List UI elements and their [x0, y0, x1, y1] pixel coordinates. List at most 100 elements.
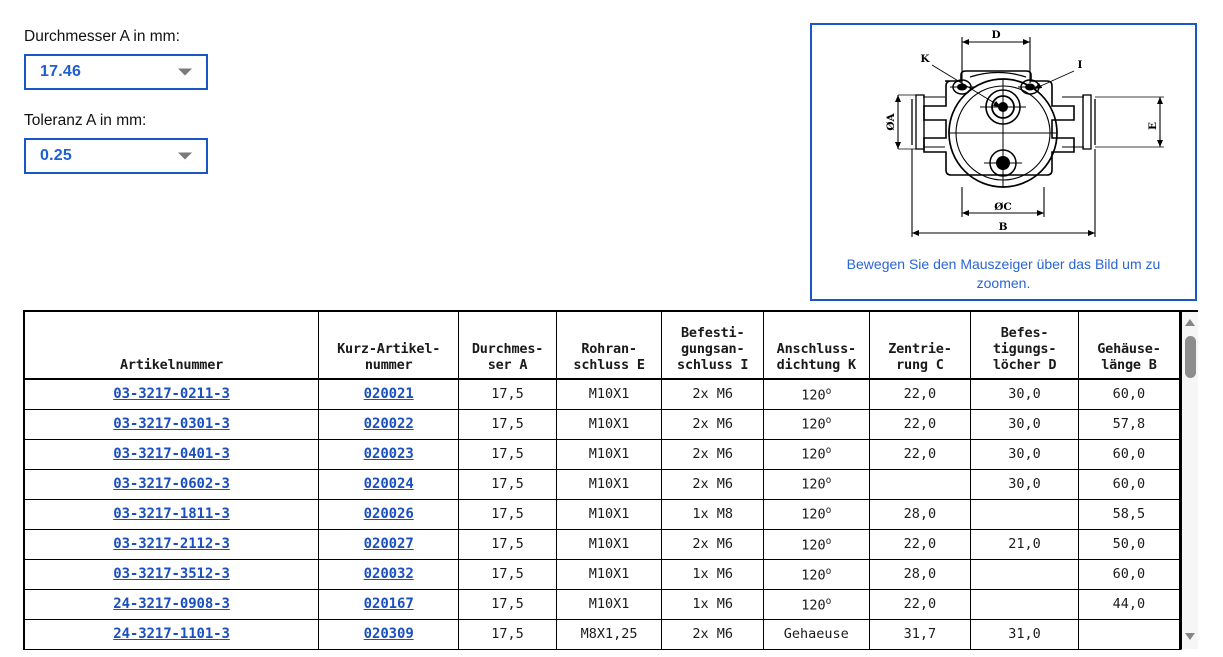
diameter-label: Durchmesser A in mm:	[24, 28, 180, 45]
cell-durchmesser-a: 17,5	[458, 558, 557, 590]
cell-artikelnummer: 24-3217-1101-3	[23, 618, 320, 651]
cell-gehaeuselaenge-b: 57,8	[1077, 408, 1181, 440]
cell-befestigungsloecher-d: 30,0	[970, 408, 1079, 440]
technical-drawing[interactable]: D K I ØA E ØC B	[812, 25, 1195, 247]
cell-gehaeuselaenge-b: 60,0	[1077, 468, 1181, 500]
cell-anschlussdichtung-k: 120o	[762, 498, 870, 530]
tolerance-label: Toleranz A in mm:	[24, 112, 147, 129]
cell-gehaeuselaenge-b: 60,0	[1077, 438, 1181, 470]
cell-befestigungsloecher-d: 30,0	[970, 378, 1079, 410]
kurz-artikelnummer-link[interactable]: 020032	[363, 566, 414, 583]
scrollbar-thumb[interactable]	[1185, 336, 1196, 378]
cell-zentrierung-c: 31,7	[868, 618, 972, 651]
degree-symbol: o	[825, 415, 832, 427]
cell-durchmesser-a: 17,5	[458, 408, 557, 440]
dimension-label-E: E	[1147, 122, 1159, 130]
artikelnummer-link[interactable]: 24-3217-0908-3	[113, 596, 230, 613]
dimension-label-B: B	[999, 221, 1008, 233]
artikelnummer-link[interactable]: 03-3217-1811-3	[113, 506, 230, 523]
artikelnummer-link[interactable]: 03-3217-3512-3	[113, 566, 230, 583]
scroll-down-arrow-icon[interactable]	[1182, 628, 1198, 645]
cell-rohranschluss-e: M10X1	[555, 558, 663, 590]
col-header-zentrierung-c: Zentrie-rung C	[868, 310, 972, 380]
col-header-artikelnummer: Artikelnummer	[23, 310, 320, 380]
artikelnummer-link[interactable]: 03-3217-0211-3	[113, 386, 230, 403]
diameter-select-value: 17.46	[40, 63, 82, 80]
cell-befestigungsloecher-d	[970, 498, 1079, 530]
artikelnummer-link[interactable]: 03-3217-0602-3	[113, 476, 230, 493]
cell-zentrierung-c	[868, 468, 972, 500]
parts-table: Artikelnummer Kurz-Artikel-nummer Durchm…	[23, 310, 1181, 651]
artikelnummer-link[interactable]: 24-3217-1101-3	[113, 626, 230, 643]
kurz-artikelnummer-link[interactable]: 020309	[363, 626, 414, 643]
kurz-artikelnummer-link[interactable]: 020021	[363, 386, 414, 403]
cell-kurz-artikelnummer: 020027	[318, 528, 460, 560]
kurz-artikelnummer-link[interactable]: 020027	[363, 536, 414, 553]
kurz-artikelnummer-link[interactable]: 020026	[363, 506, 414, 523]
col-header-befestigungsloecher-d: Befes-tigungs-löcher D	[970, 310, 1079, 380]
artikelnummer-link[interactable]: 03-3217-2112-3	[113, 536, 230, 553]
chevron-down-icon	[178, 68, 192, 76]
cell-anschlussdichtung-k: 120o	[762, 468, 870, 500]
diameter-select[interactable]: 17.46	[24, 54, 208, 90]
cell-artikelnummer: 03-3217-0211-3	[23, 378, 320, 410]
degree-symbol: o	[825, 505, 832, 517]
cell-zentrierung-c: 22,0	[868, 528, 972, 560]
cell-anschlussdichtung-k: 120o	[762, 378, 870, 410]
cell-anschlussdichtung-k: 120o	[762, 558, 870, 590]
cell-artikelnummer: 03-3217-0602-3	[23, 468, 320, 500]
col-header-befestigungsanschluss-i: Befesti-gungsan-schluss I	[661, 310, 764, 380]
cell-durchmesser-a: 17,5	[458, 378, 557, 410]
table-scrollbar[interactable]	[1181, 310, 1198, 650]
tolerance-filter-group: Toleranz A in mm: 0.25	[24, 112, 444, 174]
cell-rohranschluss-e: M10X1	[555, 408, 663, 440]
spacer	[24, 90, 444, 112]
parts-table-container: Artikelnummer Kurz-Artikel-nummer Durchm…	[23, 310, 1199, 651]
cell-artikelnummer: 03-3217-0301-3	[23, 408, 320, 440]
kurz-artikelnummer-link[interactable]: 020024	[363, 476, 414, 493]
col-header-rohranschluss-e: Rohran-schluss E	[555, 310, 663, 380]
cell-zentrierung-c: 22,0	[868, 588, 972, 620]
cell-kurz-artikelnummer: 020032	[318, 558, 460, 590]
cell-kurz-artikelnummer: 020167	[318, 588, 460, 620]
cell-rohranschluss-e: M10X1	[555, 468, 663, 500]
cell-artikelnummer: 03-3217-0401-3	[23, 438, 320, 470]
brake-cylinder-drawing-svg: D K I ØA E ØC B	[885, 29, 1164, 237]
product-image-panel[interactable]: D K I ØA E ØC B Bewegen Sie den Mauszeig…	[810, 23, 1197, 301]
cell-befestigungsanschluss-i: 2x M6	[661, 618, 764, 651]
cell-rohranschluss-e: M10X1	[555, 498, 663, 530]
scroll-up-arrow-icon[interactable]	[1182, 314, 1198, 331]
tolerance-select-value: 0.25	[40, 147, 72, 164]
artikelnummer-link[interactable]: 03-3217-0301-3	[113, 416, 230, 433]
cell-anschlussdichtung-k: 120o	[762, 438, 870, 470]
dimension-label-diameter-A: ØA	[885, 113, 897, 131]
cell-befestigungsloecher-d: 30,0	[970, 468, 1079, 500]
cell-befestigungsanschluss-i: 2x M6	[661, 528, 764, 560]
cell-befestigungsanschluss-i: 1x M8	[661, 498, 764, 530]
cell-zentrierung-c: 22,0	[868, 438, 972, 470]
cell-durchmesser-a: 17,5	[458, 588, 557, 620]
cell-kurz-artikelnummer: 020026	[318, 498, 460, 530]
cell-zentrierung-c: 28,0	[868, 558, 972, 590]
cell-gehaeuselaenge-b: 44,0	[1077, 588, 1181, 620]
col-header-anschlussdichtung-k: Anschluss-dichtung K	[762, 310, 870, 380]
tolerance-select[interactable]: 0.25	[24, 138, 208, 174]
cell-rohranschluss-e: M8X1,25	[555, 618, 663, 651]
kurz-artikelnummer-link[interactable]: 020023	[363, 446, 414, 463]
diameter-filter-group: Durchmesser A in mm: 17.46	[24, 28, 444, 90]
cell-befestigungsanschluss-i: 1x M6	[661, 558, 764, 590]
artikelnummer-link[interactable]: 03-3217-0401-3	[113, 446, 230, 463]
dimension-label-diameter-C: ØC	[994, 201, 1012, 213]
cell-gehaeuselaenge-b: 50,0	[1077, 528, 1181, 560]
kurz-artikelnummer-link[interactable]: 020167	[363, 596, 414, 613]
kurz-artikelnummer-link[interactable]: 020022	[363, 416, 414, 433]
cell-anschlussdichtung-k: 120o	[762, 528, 870, 560]
cell-befestigungsanschluss-i: 2x M6	[661, 468, 764, 500]
